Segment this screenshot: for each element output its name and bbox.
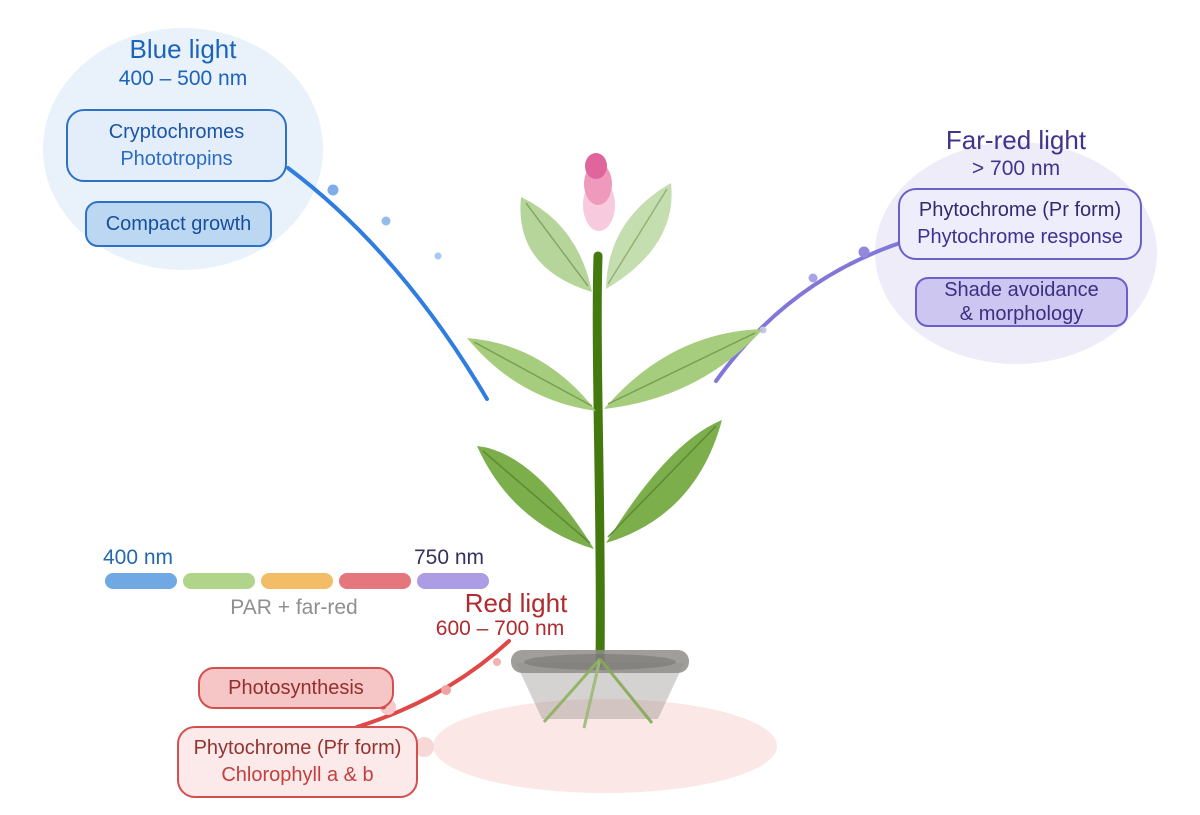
spectrum-band-green <box>183 573 255 589</box>
red-receptors-box: Phytochrome (Pfr form) Chlorophyll a & b <box>177 726 418 798</box>
far-red-effect-line1: Shade avoidance <box>944 279 1099 301</box>
blue-light-range: 400 – 500 nm <box>118 67 248 90</box>
spectrum-band-far-red <box>417 573 489 589</box>
leaf-midrib <box>607 332 756 405</box>
blue-receptor-line2: Phototropins <box>120 147 233 170</box>
blue-dot <box>434 252 442 260</box>
plant-roots <box>542 658 654 729</box>
red-effect-box: Photosynthesis <box>198 667 394 709</box>
far-red-effect-line2: & morphology <box>959 303 1084 325</box>
spectrum-band-red <box>339 573 411 589</box>
leaf-top-left <box>520 197 592 292</box>
red-light-range: 600 – 700 nm <box>435 617 565 640</box>
blue-receptor-line1: Cryptochromes <box>108 120 245 143</box>
blue-dot <box>381 216 391 226</box>
flower-bud-tip <box>585 153 607 179</box>
leaf-low-right <box>606 420 722 543</box>
far-red-dot <box>759 326 767 334</box>
far-red-light-range: > 700 nm <box>971 157 1061 180</box>
leaf-midrib <box>607 188 668 285</box>
red-dot <box>441 685 451 695</box>
far-red-dot <box>858 246 870 258</box>
spectrum-band-orange <box>261 573 333 589</box>
leaf-midrib <box>482 450 591 544</box>
red-receptor-line2: Chlorophyll a & b <box>221 764 374 786</box>
pot-rim <box>511 650 689 673</box>
red-effect-label: Photosynthesis <box>228 676 364 699</box>
spectrum-start-label: 400 nm <box>103 546 174 569</box>
leaf-top-right <box>606 183 672 289</box>
far-red-light-title: Far-red light <box>945 125 1087 155</box>
blue-light-title: Blue light <box>129 34 237 64</box>
leaf-mid-left <box>467 338 596 411</box>
spectrum-end-label: 750 nm <box>414 546 485 569</box>
leaf-midrib <box>607 425 717 538</box>
blue-effect-box: Compact growth <box>85 201 272 247</box>
leaf-mid-right <box>604 329 763 409</box>
root <box>582 658 602 729</box>
red-light-title: Red light <box>464 588 568 618</box>
far-red-receptor-line2: Phytochrome response <box>917 226 1123 248</box>
far-red-receptor-line1: Phytochrome (Pr form) <box>918 199 1122 221</box>
red-dot <box>493 658 501 666</box>
leaf-midrib <box>473 341 593 407</box>
leaf-midrib <box>525 202 589 287</box>
spectrum-caption: PAR + far-red <box>230 596 358 619</box>
far-red-dot <box>808 273 818 283</box>
pot-body <box>516 663 684 719</box>
red-receptor-line1: Phytochrome (Pfr form) <box>193 737 402 759</box>
blue-dot <box>327 184 339 196</box>
leaf-low-left <box>477 446 594 549</box>
spectrum-bar <box>105 573 489 589</box>
red-ground-halo <box>433 699 777 793</box>
flower-bud-outer <box>583 179 615 231</box>
far-red-receptors-box: Phytochrome (Pr form) Phytochrome respon… <box>898 188 1142 260</box>
far-red-effect-box: Shade avoidance & morphology <box>915 277 1128 327</box>
blue-effect-label: Compact growth <box>105 212 252 235</box>
blue-connector-line <box>286 166 489 401</box>
plant-illustration <box>467 153 763 729</box>
flower-bud-mid <box>584 163 612 205</box>
root <box>542 658 602 723</box>
root <box>598 658 654 724</box>
far-red-connector-line <box>714 241 902 383</box>
spectrum-band-blue <box>105 573 177 589</box>
pot-rim-shade <box>524 654 676 670</box>
blue-receptors-box: Cryptochromes Phototropins <box>66 109 287 182</box>
